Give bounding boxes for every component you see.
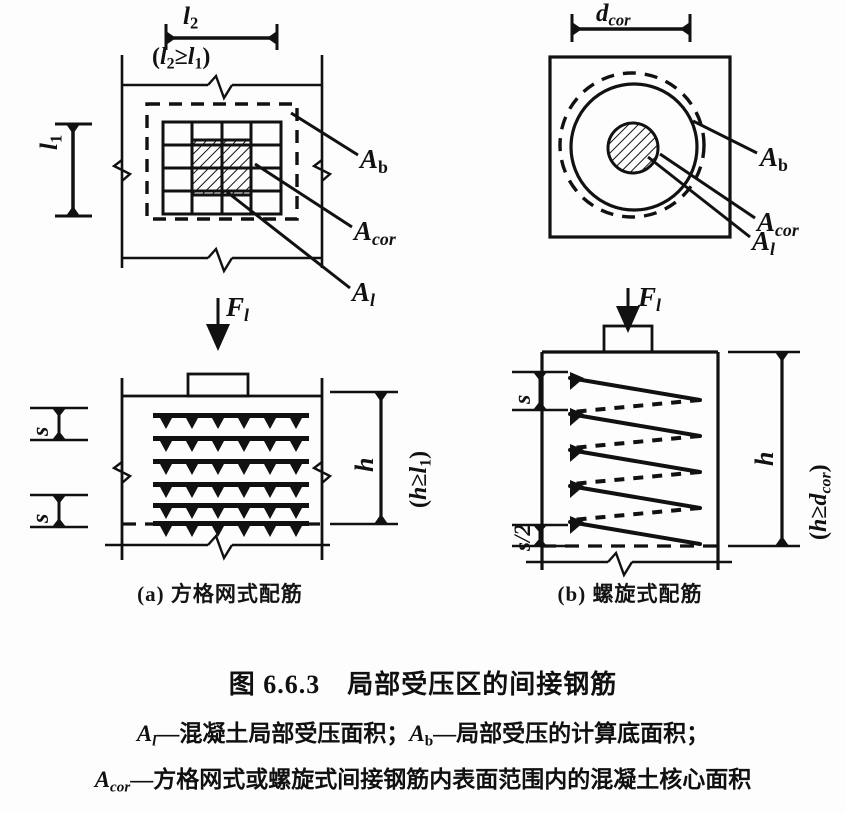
legend-symbol-Al-base: A xyxy=(136,721,153,746)
legend-line-1: Al—混凝土局部受压面积；Ab—局部受压的计算底面积； xyxy=(0,714,846,750)
legend-text-1: —混凝土局部受压面积； xyxy=(156,721,410,746)
leader-lines-plan-a xyxy=(226,111,359,290)
mesh-layer xyxy=(153,521,309,537)
Al-hatched-circle xyxy=(606,121,660,175)
leader-Ab-b xyxy=(692,119,758,155)
dimension-l1 xyxy=(55,122,92,218)
legend-symbol-Acor-base: A xyxy=(94,767,111,792)
label-dcor: dcor xyxy=(596,0,631,30)
concrete-outline-elev-a xyxy=(120,378,324,560)
mesh-layer xyxy=(153,459,309,475)
label-h-b: h xyxy=(750,451,779,466)
dimension-s-b xyxy=(512,370,568,412)
label-s-half-b: s/2 xyxy=(510,524,535,551)
dimension-h-b xyxy=(728,350,800,548)
dimension-s-top-a xyxy=(30,406,88,442)
Al-hatched-square xyxy=(190,138,253,197)
panel-bottom-right-elevation xyxy=(512,288,800,578)
legend-text-3: —方格网式或螺旋式间接钢筋内表面范围内的混凝土核心面积 xyxy=(130,767,752,792)
Acor-solid-circle xyxy=(569,82,699,212)
leader-lines-plan-b xyxy=(647,119,758,239)
panel-top-right-plan xyxy=(548,14,758,239)
subcaption-a: (a) 方格网式配筋 xyxy=(137,582,303,606)
spiral-back-strands xyxy=(571,398,701,522)
label-Al-a: Al xyxy=(352,277,375,310)
label-Acor-a: Acor xyxy=(354,216,396,249)
break-symbol-right xyxy=(311,159,333,182)
spiral-coils xyxy=(568,376,702,546)
mesh-layer xyxy=(153,436,309,452)
label-Fl-b: Fl xyxy=(638,282,661,315)
legend-text-2: —局部受压的计算底面积； xyxy=(433,721,710,746)
subcaption-b: (b) 螺旋式配筋 xyxy=(557,582,703,606)
dimension-dcor xyxy=(570,14,692,42)
spiral-end-tips xyxy=(570,372,584,534)
Ab-dashed-circle xyxy=(558,71,706,219)
mesh-layer xyxy=(153,482,309,498)
mesh-layers-elev-a xyxy=(153,413,309,537)
mesh-layer xyxy=(153,413,309,429)
panel-top-left-plan xyxy=(55,24,359,290)
mesh-layer xyxy=(153,503,309,519)
label-Acor-b: Acor xyxy=(757,207,799,240)
load-plate-a xyxy=(186,372,250,398)
break-line-elev-a-bottom xyxy=(105,533,330,561)
break-line-elev-b-bottom xyxy=(526,550,732,578)
legend-symbol-Ab-sub: b xyxy=(424,732,434,750)
break-symbol-elev-a-left xyxy=(111,461,133,484)
concrete-outline-elev-b xyxy=(540,350,720,570)
panel-bottom-left-elevation xyxy=(30,298,398,561)
legend-symbol-Ab-base: A xyxy=(409,721,425,746)
break-line-top xyxy=(122,73,322,101)
break-line-bottom xyxy=(122,246,322,274)
label-Fl-a: Fl xyxy=(226,292,249,325)
dimension-s-bottom-a xyxy=(30,493,88,529)
leader-Al-b xyxy=(647,155,751,239)
label-Ab-b: Ab xyxy=(760,142,788,175)
label-s-top-a: s xyxy=(28,426,54,436)
label-s-b: s xyxy=(510,394,536,404)
break-symbol-elev-a-right xyxy=(311,461,333,484)
dimension-s-half-b xyxy=(512,523,568,548)
label-h-a: h xyxy=(350,457,379,472)
label-l1: l1 xyxy=(36,134,66,150)
dimension-l2 xyxy=(164,24,279,50)
leader-Ab xyxy=(290,111,359,157)
concrete-square-plan-b xyxy=(548,55,732,239)
legend-line-2: Acor—方格网式或螺旋式间接钢筋内表面范围内的混凝土核心面积 xyxy=(0,760,846,796)
label-h-ge-dcor: (h≥dcor) xyxy=(806,464,835,540)
leader-Al xyxy=(226,190,351,290)
figure-title: 图 6.6.3 局部受压区的间接钢筋 xyxy=(228,670,618,699)
legend-symbol-Acor-sub: cor xyxy=(110,778,131,796)
leader-Acor-b xyxy=(659,152,756,220)
label-Ab-a: Ab xyxy=(360,144,388,177)
label-h-ge-l1: (h≥l1) xyxy=(406,450,435,508)
break-symbol-left xyxy=(111,159,133,182)
leader-Acor xyxy=(254,162,353,229)
dimension-h-a xyxy=(330,390,398,526)
legend-symbol-Al-sub: l xyxy=(152,732,157,750)
label-s-bottom-a: s xyxy=(28,513,54,523)
label-Al-b: Al xyxy=(752,226,775,259)
label-l2: l2 xyxy=(183,3,199,33)
Ab-dashed-square xyxy=(145,102,299,221)
label-l2-ge-l1: (l2≥l1) xyxy=(152,44,211,73)
